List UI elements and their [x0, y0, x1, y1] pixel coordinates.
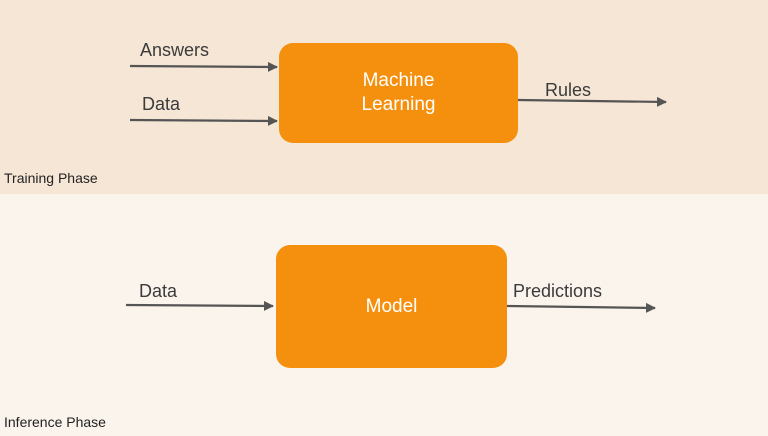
answers-label: Answers — [140, 40, 210, 60]
rules-arrow — [517, 96, 667, 107]
inference-phase-label: Inference Phase — [4, 414, 106, 430]
model-box: Model — [276, 245, 507, 368]
rules-label: Rules — [545, 80, 592, 100]
machine-learning-line1: Machine — [362, 70, 435, 91]
answers-arrow — [129, 61, 278, 72]
predictions-label: Predictions — [513, 281, 603, 301]
inference-data-arrow — [125, 300, 274, 311]
machine-learning-box: Machine Learning — [279, 43, 518, 143]
machine-learning-line2: Learning — [361, 94, 436, 115]
training-data-label: Data — [142, 94, 181, 114]
predictions-arrow — [506, 302, 656, 313]
training-data-arrow — [129, 115, 278, 126]
model-label: Model — [365, 295, 418, 317]
training-phase-label: Training Phase — [4, 170, 98, 186]
inference-data-label: Data — [139, 281, 178, 301]
